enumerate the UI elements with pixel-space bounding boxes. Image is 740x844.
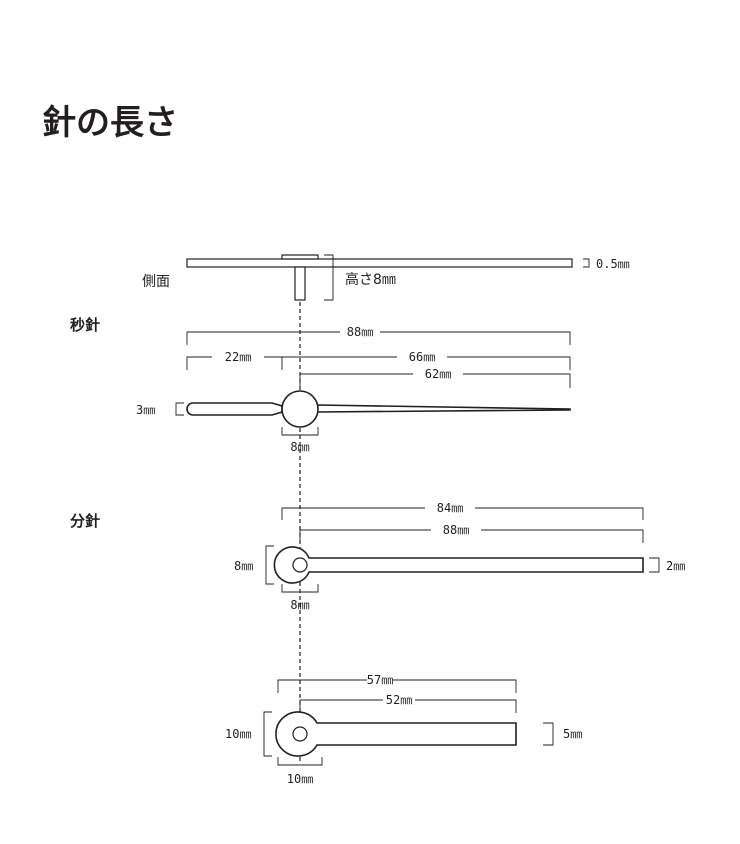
side-view-hand-profile — [186, 258, 573, 268]
minute-hand-pin-hole — [292, 557, 308, 573]
side-view-hub-cap — [281, 254, 319, 260]
dim-hub-8 — [281, 427, 319, 436]
hour-hand-pin-hole — [292, 726, 308, 742]
dim-hour-blade-width — [543, 722, 554, 746]
hub-diameter-label: 8㎜ — [290, 440, 309, 454]
minute-hand-shape — [273, 546, 644, 584]
dim-minute-84 — [281, 507, 644, 520]
hour-hub-width-label: 10㎜ — [287, 772, 313, 786]
height-label: 高さ8㎜ — [345, 271, 396, 288]
side-view-label: 側面 — [142, 274, 170, 290]
dim-minute-blade-width — [649, 557, 660, 573]
side-view-shaft — [294, 266, 306, 301]
height-bracket — [324, 254, 334, 301]
minute-hub-width-label: 8㎜ — [290, 598, 309, 612]
hour-hand-section: 57㎜ 52㎜ 10㎜ 10㎜ 5㎜ — [225, 673, 582, 786]
thickness-bracket — [583, 258, 590, 268]
page-title: 針の長さ — [42, 103, 178, 143]
hour-hub-height-label: 10㎜ — [225, 727, 251, 741]
side-view: 側面 0.5㎜ 高さ8㎜ — [142, 254, 630, 301]
dim-hour-52 — [299, 699, 517, 713]
front-length-label: 66㎜ — [409, 350, 435, 364]
hour-length-inner-label: 52㎜ — [386, 693, 412, 707]
hour-length-outer-label: 57㎜ — [367, 673, 393, 687]
dim-minute-hub-height — [265, 545, 274, 585]
dim-total-88 — [186, 331, 571, 345]
dim-hour-57 — [277, 679, 517, 693]
thickness-label: 0.5㎜ — [596, 257, 630, 271]
tail-length-label: 22㎜ — [225, 350, 251, 364]
dim-minute-88 — [299, 529, 644, 543]
second-hand-section: 秒針 88㎜ 22㎜ 66㎜ 62㎜ 3㎜ 8㎜ — [70, 316, 571, 454]
hour-blade-width-label: 5㎜ — [563, 727, 582, 741]
dim-tip-62 — [299, 373, 571, 388]
total-length-label: 88㎜ — [347, 325, 373, 339]
minute-hand-label: 分針 — [70, 512, 100, 530]
dim-minute-hub-width — [281, 584, 319, 593]
second-hand-tail — [186, 402, 283, 416]
second-hand-hub — [281, 390, 319, 428]
minute-length-outer-label: 84㎜ — [437, 501, 463, 515]
minute-hand-section: 分針 84㎜ 88㎜ 8㎜ 8㎜ 2㎜ — [70, 501, 685, 612]
minute-hub-height-label: 8㎜ — [234, 559, 253, 573]
hour-hand-shape — [275, 711, 517, 757]
tip-length-label: 62㎜ — [425, 367, 451, 381]
dim-hour-hub-height — [263, 711, 272, 757]
dim-hour-hub-width — [277, 757, 323, 766]
dim-front-66 — [282, 356, 571, 370]
dim-tail-width — [175, 402, 184, 416]
tail-width-label: 3㎜ — [136, 403, 155, 417]
second-hand-needle — [316, 404, 571, 413]
minute-blade-width-label: 2㎜ — [666, 559, 685, 573]
minute-length-inner-label: 88㎜ — [443, 523, 469, 537]
second-hand-label: 秒針 — [70, 316, 100, 334]
